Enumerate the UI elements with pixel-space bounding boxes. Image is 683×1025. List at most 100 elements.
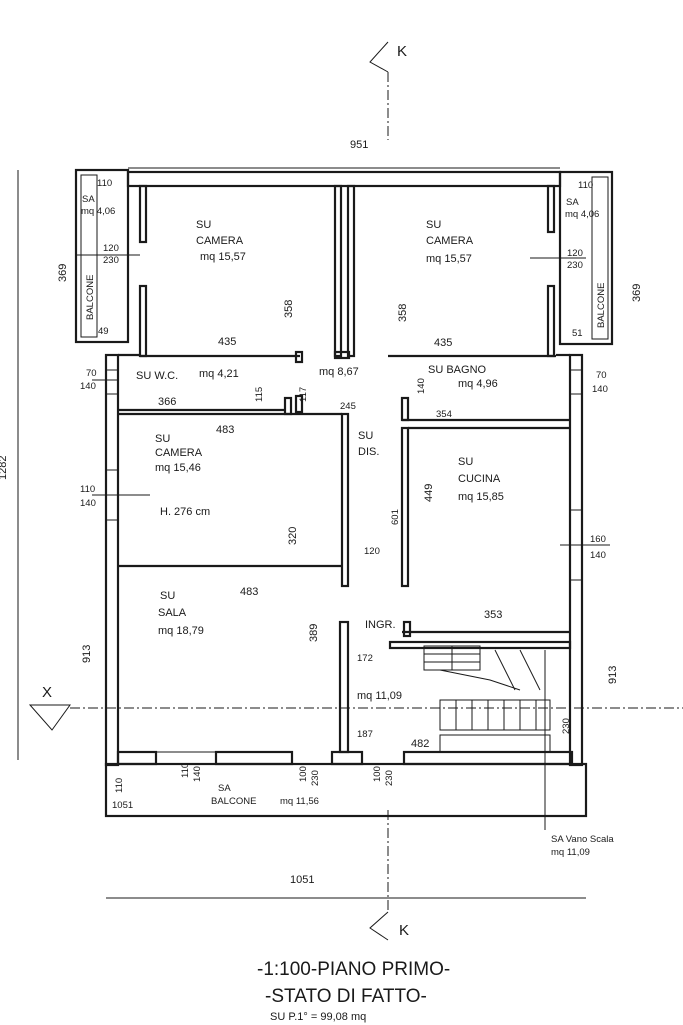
- balcony-left-win2: 230: [103, 255, 119, 266]
- balcony-right-win2: 230: [567, 260, 583, 271]
- camera-nw-width: 435: [218, 336, 236, 348]
- ingr-area: mq 11,09: [357, 690, 402, 702]
- ingr-d3: 482: [411, 738, 429, 750]
- wc-width: 366: [158, 396, 176, 408]
- balcony-south-d3: 100: [372, 766, 383, 782]
- wc-win2: 140: [80, 381, 96, 392]
- top-width-label: 951: [350, 139, 368, 151]
- title-line1: -1:100-PIANO PRIMO-: [257, 959, 450, 980]
- left-height-label: 1282: [0, 456, 9, 480]
- camera-nw-area: mq 15,57: [200, 251, 246, 263]
- camera-ne-name: CAMERA: [426, 235, 474, 247]
- vano-scala-label: SA Vano Scala mq 11,09: [551, 834, 614, 858]
- camera-w-name: CAMERA: [155, 447, 203, 459]
- section-letter-top: K: [397, 43, 407, 60]
- right-lower-dim: 913: [607, 666, 619, 684]
- dis-d3: 601: [390, 509, 401, 525]
- room-wc: SU W.C. mq 4,21 366 115 117 70 140: [80, 368, 309, 408]
- balcony-right-label: BALCONE: [596, 283, 607, 328]
- sala-name: SALA: [158, 607, 187, 619]
- sala-area: mq 18,79: [158, 625, 204, 637]
- balcony-left-area: mq 4,06: [81, 206, 115, 217]
- balcony-left-label: BALCONE: [85, 275, 96, 320]
- camera-w-width: 483: [216, 424, 234, 436]
- camera-ne-su: SU: [426, 219, 441, 231]
- room-sala: SU 483 SALA mq 18,79 389: [158, 586, 320, 642]
- room-camera-w: 483 SU CAMERA mq 15,46 H. 276 cm 320 110…: [80, 424, 299, 545]
- camera-nw-name: CAMERA: [196, 235, 244, 247]
- title-line2: -STATO DI FATTO-: [265, 986, 427, 1007]
- right-balcony-dim: 369: [631, 284, 643, 302]
- dis-area: mq 8,67: [319, 366, 359, 378]
- balcony-right-sa: SA: [566, 197, 579, 208]
- cucina-area: mq 15,85: [458, 491, 504, 503]
- cucina-win1: 160: [590, 534, 606, 545]
- room-camera-nw: SU CAMERA mq 15,57 435 358: [196, 219, 295, 348]
- title-block: -1:100-PIANO PRIMO- -STATO DI FATTO- SU …: [257, 959, 450, 1023]
- sala-win2: 140: [192, 766, 203, 782]
- wc-win1: 70: [86, 368, 97, 379]
- staircase: [423, 645, 551, 830]
- ingr-name: INGR.: [365, 619, 396, 631]
- bottom-width-label: 1051: [290, 874, 314, 886]
- balcony-left-sa: SA: [82, 194, 95, 205]
- section-marker-bottom: K: [369, 911, 409, 941]
- section-marker-left: X: [28, 684, 71, 731]
- bagno-win1: 70: [596, 370, 607, 381]
- balcony-south: 110 1051 SA BALCONE mq 11,56 100 230 100…: [104, 763, 588, 818]
- left-balcony-dim: 369: [57, 264, 69, 282]
- balcony-south-d4: 230: [384, 770, 395, 786]
- bagno-win2: 140: [592, 384, 608, 395]
- vano-scala-area: mq 11,09: [551, 847, 590, 858]
- dis-d1: 245: [340, 401, 356, 412]
- dis-su: SU: [358, 430, 373, 442]
- ingr-d2: 187: [357, 729, 373, 740]
- balcony-left-depth: 110: [97, 178, 112, 189]
- camera-w-h: 320: [287, 527, 299, 545]
- sala-su: SU: [160, 590, 175, 602]
- dis-name: DIS.: [358, 446, 379, 458]
- sala-width: 483: [240, 586, 258, 598]
- balcony-left: 110 SA mq 4,06 120 230 BALCONE 49: [74, 168, 130, 344]
- balcony-right-depth: 110: [578, 180, 593, 191]
- balcony-right-win1: 120: [567, 248, 583, 259]
- title-line3: SU P.1° = 99,08 mq: [270, 1011, 366, 1023]
- camera-w-win2: 140: [80, 498, 96, 509]
- bagno-label: SU BAGNO: [428, 364, 487, 376]
- cucina-w: 353: [484, 609, 502, 621]
- section-letter-bottom: K: [399, 922, 409, 939]
- dis-d2: 120: [364, 546, 380, 557]
- sala-h: 389: [308, 624, 320, 642]
- section-letter-left: X: [42, 684, 52, 701]
- balcony-south-name: BALCONE: [211, 796, 256, 807]
- interior-walls: [116, 184, 574, 766]
- balcony-right-area: mq 4,06: [565, 209, 599, 220]
- balcony-south-area: mq 11,56: [280, 796, 319, 807]
- room-bagno: SU BAGNO mq 4,96 354 140 70 140: [416, 364, 608, 420]
- cucina-h: 449: [423, 484, 435, 502]
- room-cucina: SU CUCINA mq 15,85 449 353 160 140: [423, 456, 606, 621]
- section-marker-top: K: [369, 41, 407, 73]
- balcony-south-length: 1051: [112, 800, 133, 811]
- bagno-area: mq 4,96: [458, 378, 498, 390]
- balcony-south-sa: SA: [218, 783, 231, 794]
- ingr-d1: 172: [357, 653, 373, 664]
- camera-ne-height: 358: [397, 304, 409, 322]
- cucina-name: CUCINA: [458, 473, 501, 485]
- camera-w-height: H. 276 cm: [160, 506, 210, 518]
- bagno-width: 354: [436, 409, 452, 420]
- cucina-su: SU: [458, 456, 473, 468]
- camera-nw-su: SU: [196, 219, 211, 231]
- room-ingresso: INGR. 172 mq 11,09 187 482 230: [357, 619, 572, 750]
- vano-scala-name: SA Vano Scala: [551, 834, 614, 845]
- wc-d2: 117: [298, 387, 309, 402]
- camera-w-area: mq 15,46: [155, 462, 201, 474]
- wc-label: SU W.C.: [136, 370, 178, 382]
- wc-area: mq 4,21: [199, 368, 239, 380]
- camera-nw-height: 358: [283, 300, 295, 318]
- ingr-d4: 230: [561, 718, 572, 734]
- cucina-win2: 140: [590, 550, 606, 561]
- bagno-d1: 140: [416, 378, 427, 394]
- balcony-south-d1: 100: [298, 766, 309, 782]
